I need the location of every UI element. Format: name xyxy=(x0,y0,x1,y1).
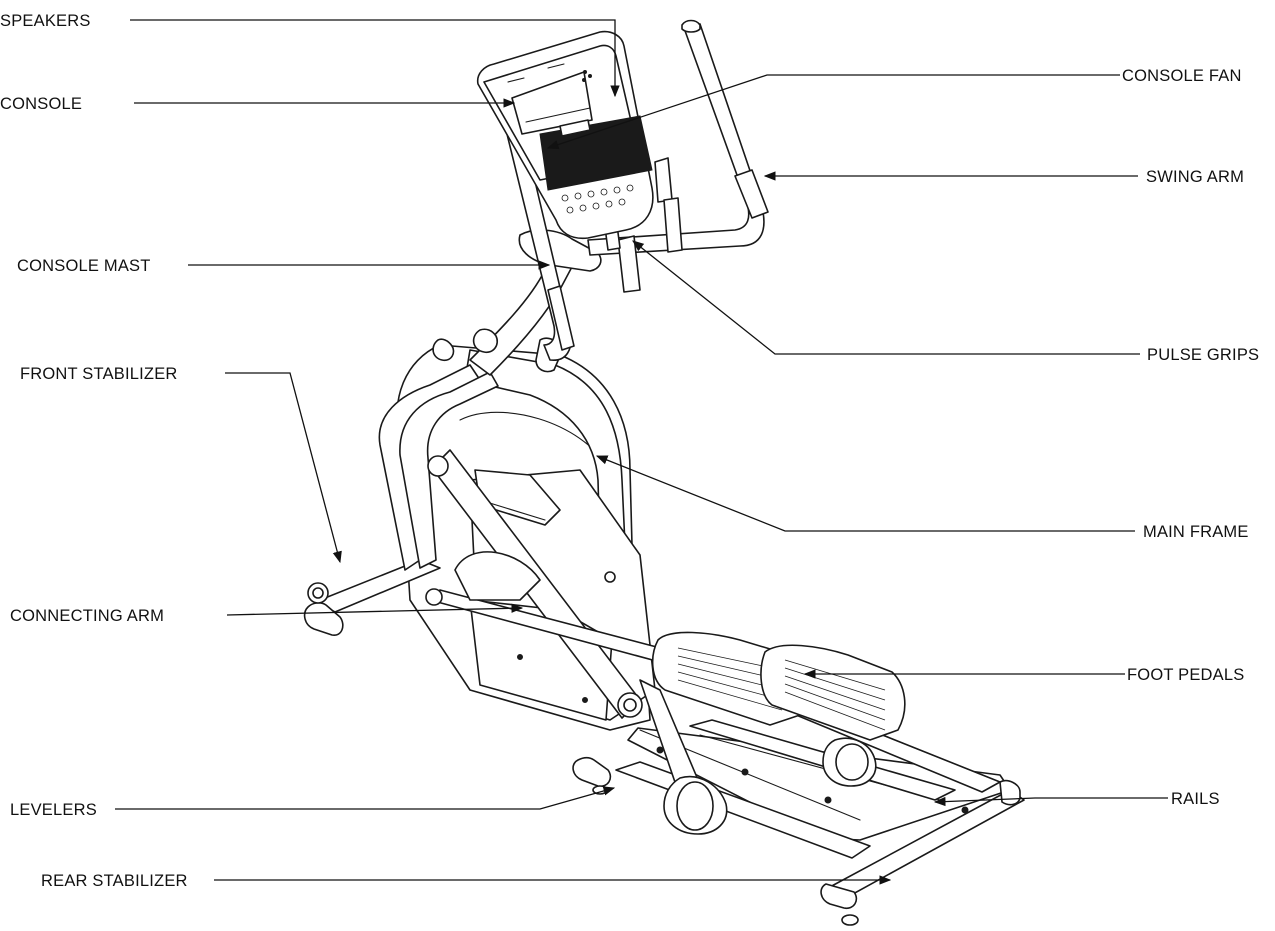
leader-lines xyxy=(115,19,1168,885)
label-swing-arm: SWING ARM xyxy=(1146,168,1244,186)
label-console-fan: CONSOLE FAN xyxy=(1122,67,1242,85)
levelers-illustration xyxy=(572,756,612,795)
swing-arm-illustration xyxy=(505,19,769,361)
elliptical-machine-illustration xyxy=(303,19,1025,926)
leader-connecting-arm xyxy=(226,603,524,616)
leader-levelers xyxy=(115,786,616,810)
label-console: CONSOLE xyxy=(0,95,82,113)
label-main-frame: MAIN FRAME xyxy=(1143,523,1249,541)
leader-console-fan xyxy=(546,74,1120,150)
part-labels: SPEAKERS CONSOLE CONSOLE MAST FRONT STAB… xyxy=(0,12,1259,890)
label-console-mast: CONSOLE MAST xyxy=(17,257,151,275)
label-levelers: LEVELERS xyxy=(10,801,97,819)
leader-pulse-grips xyxy=(632,240,1140,355)
foot-pedals-illustration xyxy=(651,631,906,787)
leader-front-stabilizer xyxy=(225,372,342,564)
connecting-arm-illustration xyxy=(425,449,728,835)
leader-rails xyxy=(933,796,1168,807)
front-uprights-illustration xyxy=(378,364,499,571)
label-rails: RAILS xyxy=(1171,790,1220,808)
label-connecting-arm: CONNECTING ARM xyxy=(10,607,164,625)
console-illustration xyxy=(476,30,654,240)
leader-speakers xyxy=(130,19,620,98)
label-rear-stabilizer: REAR STABILIZER xyxy=(41,872,188,890)
leader-main-frame xyxy=(595,455,1135,532)
label-speakers: SPEAKERS xyxy=(0,12,91,30)
label-pulse-grips: PULSE GRIPS xyxy=(1147,346,1259,364)
label-foot-pedals: FOOT PEDALS xyxy=(1127,666,1244,684)
label-front-stabilizer: FRONT STABILIZER xyxy=(20,365,178,383)
front-stabilizer-illustration xyxy=(303,559,441,636)
